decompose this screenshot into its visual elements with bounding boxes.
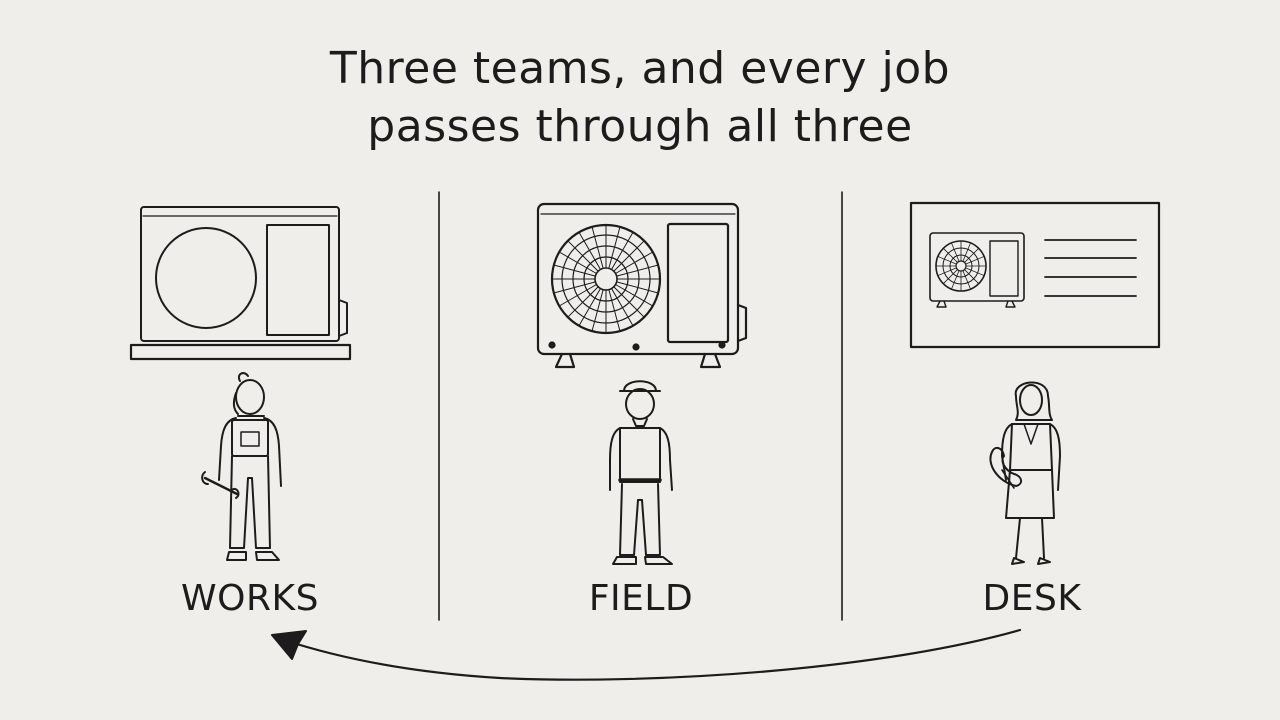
fan-spoke xyxy=(558,251,597,274)
fan-spoke xyxy=(616,281,659,294)
team-label-field: FIELD xyxy=(588,578,694,619)
fan-spoke xyxy=(613,286,645,318)
fan-spoke xyxy=(964,247,980,263)
fan-spoke xyxy=(611,288,634,327)
fan-spoke xyxy=(937,267,957,276)
fan-spoke xyxy=(591,226,604,269)
works-ac-unit-icon xyxy=(129,206,352,361)
desk-office-worker-icon xyxy=(989,381,1061,565)
fan-spoke xyxy=(578,231,601,270)
diagram-title: Three teams, and every job passes throug… xyxy=(0,40,1280,156)
fan-spoke xyxy=(616,264,659,277)
fan-spoke xyxy=(937,256,957,265)
fan-spoke xyxy=(942,247,958,263)
team-label-desk: DESK xyxy=(982,578,1082,619)
fan-spoke xyxy=(553,281,596,294)
fan-spoke xyxy=(611,231,634,270)
fan-spoke xyxy=(558,284,597,307)
fan-spoke xyxy=(965,267,985,276)
fan-spoke xyxy=(951,270,960,290)
desk-document-icon xyxy=(909,201,1161,349)
team-label-works: WORKS xyxy=(181,578,319,619)
fan-spoke xyxy=(965,256,985,265)
fan-spoke xyxy=(942,269,958,285)
fan-spoke xyxy=(615,251,654,274)
fan-spoke xyxy=(591,289,604,332)
fan-spoke xyxy=(615,284,654,307)
fan-spoke xyxy=(951,242,960,262)
fan-spoke xyxy=(962,270,971,290)
field-ac-unit-icon xyxy=(536,202,748,369)
fan-spoke xyxy=(613,240,645,272)
works-worker-icon xyxy=(201,372,282,561)
field-technician-icon xyxy=(609,380,673,565)
title-line-1: Three teams, and every job xyxy=(329,43,951,94)
fan-spoke xyxy=(964,269,980,285)
fan-spoke xyxy=(962,242,971,262)
fan-spoke xyxy=(567,240,599,272)
fan-spoke xyxy=(608,289,621,332)
fan-spoke xyxy=(567,286,599,318)
fan-spoke xyxy=(553,264,596,277)
title-line-2: passes through all three xyxy=(367,101,913,152)
flow-arrow-head-icon xyxy=(271,630,307,660)
fan-spoke xyxy=(578,288,601,327)
fan-spoke xyxy=(608,226,621,269)
flow-arrow xyxy=(282,628,1022,681)
